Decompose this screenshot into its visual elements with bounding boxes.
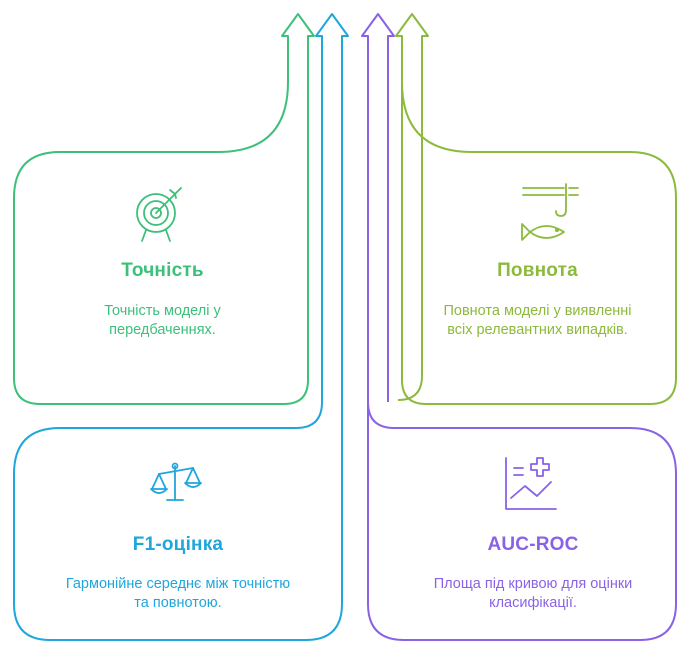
card-povnota (395, 13, 677, 405)
card-tochnist-outline (13, 13, 315, 405)
card-f1-description: Гармонійне середнє між точністю та повно… (65, 576, 291, 611)
fishing-hook-fish-icon (521, 183, 579, 241)
chart-plus-icon (505, 457, 557, 510)
card-povnota-title: Повнота (497, 260, 578, 281)
card-tochnist-title: Точність (121, 260, 204, 281)
card-tochnist-description: Точність моделі у передбаченнях. (104, 303, 221, 338)
card-f1-outline (13, 13, 349, 641)
target-arrow-icon (136, 187, 182, 242)
card-auc-outline (361, 13, 677, 641)
card-tochnist (13, 13, 315, 405)
card-auc (361, 13, 677, 641)
balance-scale-icon (150, 462, 202, 501)
card-povnota-description: Повнота моделі у виявленні всіх релевант… (443, 303, 632, 338)
card-auc-description: Площа під кривою для оцінки класифікації… (433, 576, 633, 611)
card-auc-title: AUC-ROC (487, 534, 579, 555)
card-f1 (13, 13, 349, 641)
card-povnota-outline (395, 13, 677, 405)
card-f1-title: F1-оцінка (132, 534, 224, 555)
